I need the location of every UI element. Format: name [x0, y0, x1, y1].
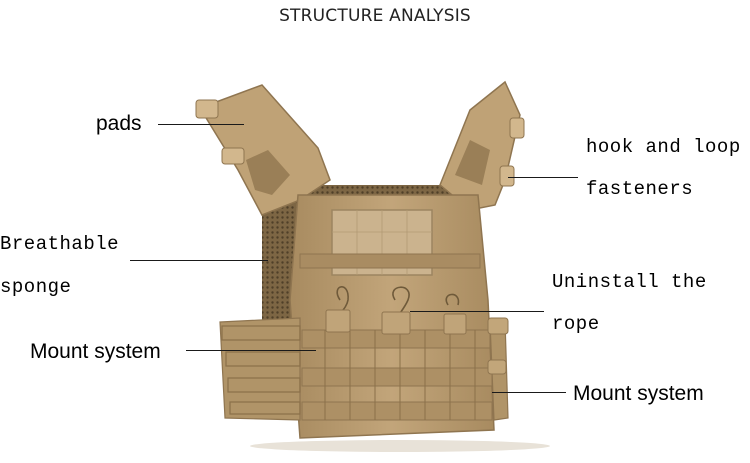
rope-anchor-middle [381, 311, 411, 335]
right-strap-tab-upper [509, 117, 525, 139]
uninstall-leader-line [410, 311, 544, 312]
right-side-tab-2 [487, 359, 507, 375]
label-uninstall-line2: rope [552, 313, 600, 335]
right-strap-tab-lower [499, 165, 515, 187]
label-hook-loop-line1: hook and loop [586, 136, 741, 158]
right-side-tab [487, 317, 509, 335]
label-uninstall-line1: Uninstall the [552, 271, 707, 293]
label-mount-system-left: Mount system [30, 340, 161, 363]
diagram-title: STRUCTURE ANALYSIS [279, 6, 471, 26]
label-breathable-line2: sponge [0, 276, 72, 298]
left-side-cummerbund [219, 317, 301, 421]
webbing-row-3 [301, 401, 493, 421]
left-strap-cutout [246, 150, 290, 195]
mount-left-leader-line [186, 350, 316, 351]
left-shoulder-strap [198, 84, 331, 216]
hook-loop-leader-line [508, 177, 578, 178]
label-pads: pads [96, 112, 142, 135]
upper-webbing-row [299, 253, 481, 269]
rope-anchor-right [443, 313, 467, 335]
vest-shadow [250, 440, 550, 452]
left-strap-tab-lower [221, 147, 245, 165]
breathable-leader-line [130, 260, 268, 261]
label-breathable-line1: Breathable [0, 233, 120, 255]
right-strap-cutout [455, 140, 490, 185]
left-strap-tab-upper [195, 99, 219, 119]
pads-leader-line [158, 124, 244, 125]
rope-anchor-left [325, 309, 351, 333]
webbing-row-2 [301, 367, 493, 387]
mount-right-leader-line [492, 392, 566, 393]
label-hook-loop-line2: fasteners [586, 178, 694, 200]
label-mount-system-right: Mount system [573, 382, 704, 405]
release-rope-right [445, 293, 460, 306]
